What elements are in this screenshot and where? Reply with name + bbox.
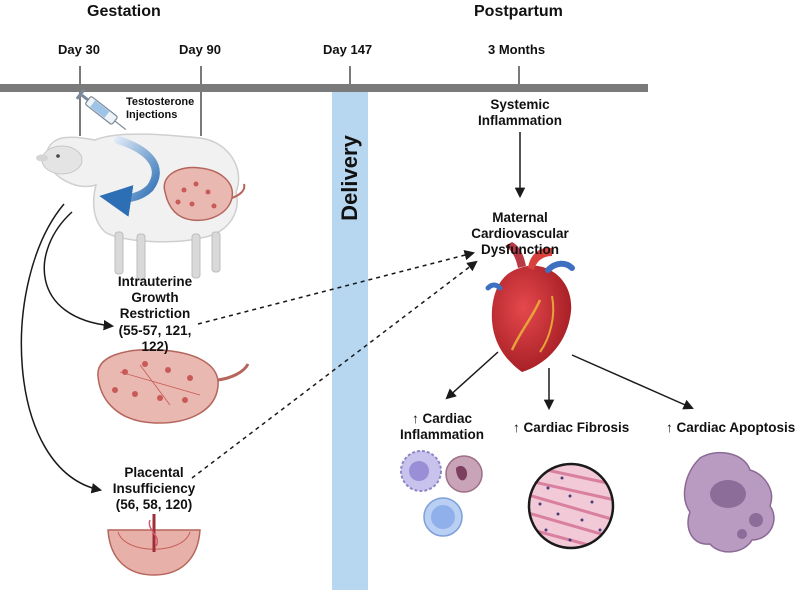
arrow-to-iugr <box>43 211 115 331</box>
arrow-to-placental <box>20 203 103 494</box>
tick-label-day90: Day 90 <box>179 42 221 57</box>
uterus-icon <box>163 166 246 222</box>
delivery-band <box>332 92 368 590</box>
node-cardiac-inflammation: ↑ Cardiac Inflammation <box>399 411 484 443</box>
node-maternal-dysfunction: Maternal Cardiovascular Dysfunction <box>471 210 569 258</box>
dashed-arrow-placental <box>191 260 478 479</box>
node-cardiac-apoptosis: ↑ Cardiac Apoptosis <box>666 420 796 435</box>
tick-label-day30: Day 30 <box>58 42 100 57</box>
heart-icon <box>485 242 575 372</box>
syringe-icon <box>75 88 127 131</box>
apoptotic-cell-icon <box>683 451 775 553</box>
placenta-icon <box>97 348 250 424</box>
arrow-to-inflammation <box>445 351 499 400</box>
injection-label: Testosterone Injections <box>126 96 195 122</box>
delivery-label: Delivery <box>337 135 362 221</box>
header-postpartum: Postpartum <box>474 3 563 20</box>
placenta-insufficiency-icon <box>107 514 201 576</box>
timeline-bar <box>0 84 648 92</box>
node-systemic-inflammation: Systemic Inflammation <box>477 97 562 129</box>
curved-arrow <box>99 136 160 217</box>
tick-label-day147: Day 147 <box>323 42 373 57</box>
node-iugr: Intrauterine Growth Restriction (55-57, … <box>117 274 193 354</box>
arrow-to-apoptosis <box>571 354 694 410</box>
node-placental-insufficiency: Placental Insufficiency (56, 58, 120) <box>112 465 196 513</box>
dashed-arrow-iugr <box>197 250 476 325</box>
tick-label-3months: 3 Months <box>488 42 546 57</box>
immune-cells-icon <box>400 450 483 537</box>
header-gestation: Gestation <box>87 3 161 20</box>
node-cardiac-fibrosis: ↑ Cardiac Fibrosis <box>513 420 630 435</box>
fibrosis-tissue-icon <box>527 462 615 550</box>
